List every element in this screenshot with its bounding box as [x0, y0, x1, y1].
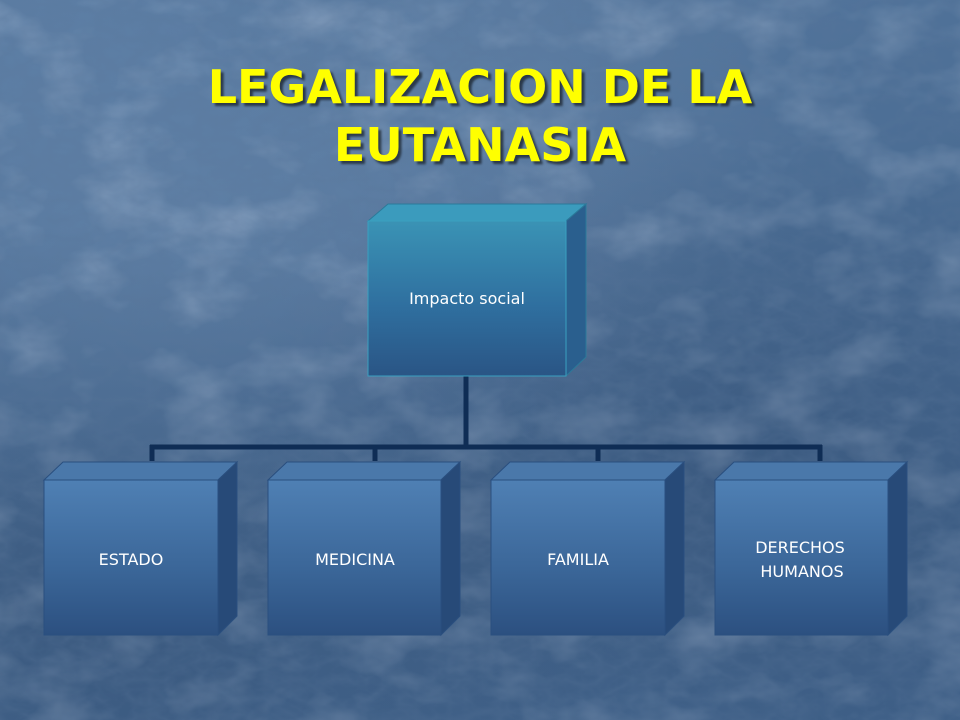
root-box-front-face [367, 220, 567, 377]
child-box-side-face [887, 460, 908, 637]
child-box-estado: ESTADO [42, 460, 239, 637]
child-box-side-face [440, 460, 461, 637]
child-box-front-face [43, 479, 219, 636]
child-box-label-line-2: HUMANOS [760, 562, 843, 581]
slide-title: LEGALIZACION DE LA EUTANASIA [80, 58, 880, 174]
root-box-label: Impacto social [409, 289, 525, 308]
child-box-medicina: MEDICINA [266, 460, 462, 637]
root-box-side-face [565, 202, 587, 378]
child-box-derechos-humanos: DERECHOS HUMANOS [713, 460, 909, 637]
child-box-side-face [217, 460, 238, 637]
title-line-1: LEGALIZACION DE LA [207, 60, 753, 114]
child-box-familia: FAMILIA [489, 460, 686, 637]
child-box-top-face [713, 461, 909, 481]
child-box-label: ESTADO [99, 550, 164, 569]
root-box-top-face [366, 203, 588, 222]
child-box-top-face [266, 461, 462, 481]
child-box-label: FAMILIA [547, 550, 609, 569]
child-box-top-face [489, 461, 686, 481]
child-box-front-face [267, 479, 442, 636]
child-box-label-line-1: DERECHOS [755, 538, 845, 557]
child-box-top-face [42, 461, 239, 481]
child-box-front-face [490, 479, 666, 636]
title-line-2: EUTANASIA [333, 118, 627, 172]
connector-lines [149, 376, 823, 461]
child-box-side-face [664, 460, 685, 637]
child-box-label: MEDICINA [315, 550, 395, 569]
root-box: Impacto social [366, 202, 588, 378]
child-box-front-face [714, 479, 889, 636]
